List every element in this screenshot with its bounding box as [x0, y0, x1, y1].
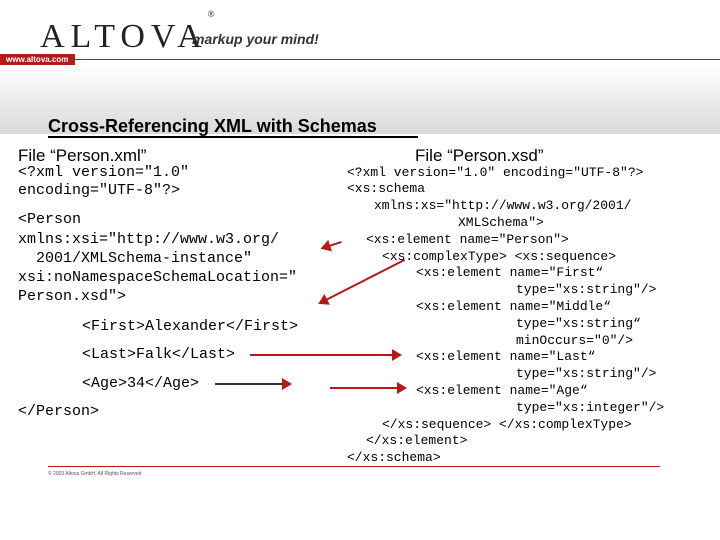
xsd-line: <xs:complexType> <xs:sequence>: [382, 249, 617, 264]
website-url: www.altova.com: [6, 55, 69, 64]
xsd-line: <xs:element name="Person">: [366, 232, 569, 247]
xsd-line: type="xs:string“: [516, 316, 641, 331]
xsd-line: <xs:schema: [347, 181, 426, 196]
tagline: markup your mind!: [192, 31, 319, 47]
xml-line: </Person>: [18, 403, 100, 420]
xsd-line: type="xs:integer"/>: [516, 400, 665, 415]
xsd-line: minOccurs="0"/>: [516, 333, 634, 348]
namespace-arrow: [322, 240, 342, 250]
xsd-line: xmlns:xs="http://www.w3.org/2001/: [374, 198, 632, 213]
first-arrow: [319, 258, 406, 304]
footer-divider: [48, 466, 660, 467]
xml-line-last: <Last>Falk</Last>: [82, 346, 236, 363]
xml-line: Person.xsd">: [18, 288, 127, 305]
copyright-notice: © 2003 Altova GmbH. All Rights Reserved: [48, 471, 142, 477]
xml-line: xsi:noNamespaceSchemaLocation=": [18, 269, 298, 286]
age-arrow: [215, 378, 292, 390]
xsd-line: XMLSchema">: [458, 215, 544, 230]
age-arrow-2: [330, 382, 407, 394]
last-arrow: [250, 349, 402, 361]
xsd-line: <?xml version="1.0" encoding="UTF-8"?>: [347, 165, 644, 180]
xsd-line: </xs:element>: [366, 433, 468, 448]
xsd-line: </xs:sequence> </xs:complexType>: [382, 417, 632, 432]
xsd-line: </xs:schema>: [347, 450, 441, 465]
xml-line: <Person: [18, 211, 82, 228]
xsd-line: type="xs:string"/>: [516, 282, 657, 297]
xml-line: 2001/XMLSchema-instance": [18, 250, 253, 267]
brand-bar-line: [75, 59, 720, 60]
logo-text: ALTOVA: [40, 18, 208, 55]
brand-bar: www.altova.com: [0, 54, 720, 65]
xml-line: xmlns:xsi="http://www.w3.org/: [18, 231, 280, 248]
registered-mark: ®: [207, 8, 215, 19]
xml-line: <?xml version="1.0": [18, 164, 190, 181]
xsd-line-last: <xs:element name="Last“: [416, 349, 596, 364]
right-heading: File “Person.xsd”: [415, 146, 544, 165]
xsd-line: type="xs:string"/>: [516, 366, 657, 381]
brand-bar-fill: [0, 54, 75, 65]
slide-title-underline: [48, 136, 418, 138]
xml-line: encoding="UTF-8"?>: [18, 182, 181, 199]
xsd-line-first: <xs:element name="First“: [416, 265, 604, 280]
logo: ALTOVA®: [40, 9, 214, 56]
left-heading: File “Person.xml”: [18, 146, 147, 165]
xsd-line-middle: <xs:element name="Middle“: [416, 299, 612, 314]
xml-line-first: <First>Alexander</First>: [82, 318, 299, 335]
slide-title: Cross-Referencing XML with Schemas: [48, 116, 377, 136]
xml-line-age: <Age>34</Age>: [82, 375, 200, 392]
xsd-line-age: <xs:element name="Age“: [416, 383, 588, 398]
gradient-band: [0, 66, 720, 134]
